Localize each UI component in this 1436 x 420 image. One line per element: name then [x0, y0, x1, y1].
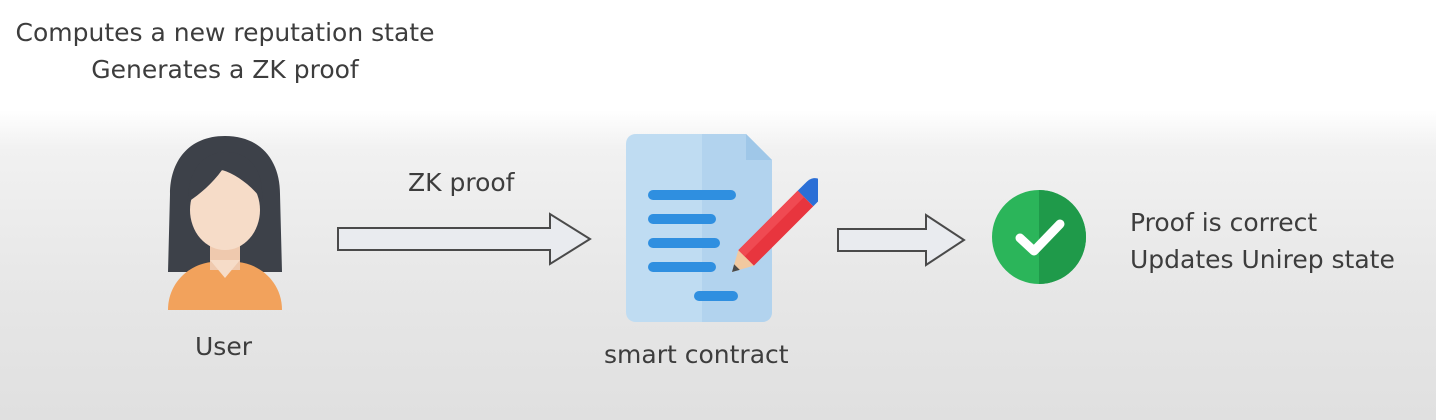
- contract-icon: [626, 134, 818, 322]
- diagram-caption: Computes a new reputation state Generate…: [0, 14, 450, 88]
- result-text: Proof is correct Updates Unirep state: [1130, 204, 1395, 278]
- result-line-1: Proof is correct: [1130, 208, 1318, 237]
- caption-line-2: Generates a ZK proof: [91, 55, 359, 84]
- arrow-2: [837, 213, 966, 267]
- user-label: User: [195, 332, 252, 361]
- edge-1-label: ZK proof: [408, 168, 515, 197]
- caption-line-1: Computes a new reputation state: [15, 18, 435, 47]
- checkmark-icon: [992, 190, 1086, 284]
- contract-label: smart contract: [604, 340, 789, 369]
- arrow-1: [337, 212, 592, 266]
- user-icon: [168, 136, 282, 310]
- result-line-2: Updates Unirep state: [1130, 245, 1395, 274]
